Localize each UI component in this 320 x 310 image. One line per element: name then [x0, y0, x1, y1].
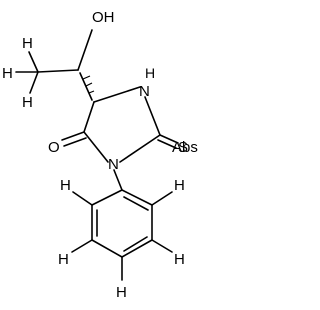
phenyl-ring	[91, 189, 153, 258]
bond-ph-h5	[151, 191, 173, 206]
bond-c2-s-b	[157, 139, 177, 149]
bond-n3-c4	[83, 131, 109, 163]
bond-ph-h1	[72, 191, 93, 206]
bond-c4-o-a	[61, 131, 85, 141]
amine-h-label: H	[145, 65, 155, 81]
phenyl-h3: H	[116, 284, 127, 301]
thione-s-label: S	[178, 139, 188, 156]
phenyl-h4: H	[174, 251, 185, 268]
phenyl-h1: H	[60, 177, 71, 194]
abs-stereo-label: Abs	[172, 139, 198, 156]
bond-ch3-h-bottom	[29, 71, 39, 94]
bond-c4-c5	[83, 101, 95, 133]
bond-ch3-h-top	[28, 51, 39, 73]
methyl-h-left: H	[2, 65, 13, 82]
stereo-wedge-bond	[79, 72, 95, 101]
methyl-h-top: H	[22, 35, 33, 52]
phenyl-h5: H	[174, 177, 185, 194]
methyl-h-bottom: H	[22, 94, 33, 111]
carbonyl-o-label: O	[48, 139, 60, 156]
ring-n-label: N	[108, 156, 119, 173]
hydroxyl-label: OH	[92, 9, 115, 26]
chemical-structure-diagram: OH H H H H N O N S Abs H H H H H	[2, 9, 198, 301]
amine-n-label: N	[139, 83, 150, 100]
bond-c5-nh	[93, 86, 141, 103]
bond-ph-h2	[71, 239, 93, 253]
bond-c-ch3	[37, 69, 79, 73]
bonds	[15, 29, 179, 281]
phenyl-h2: H	[58, 251, 69, 268]
bond-n3-phenyl	[113, 169, 123, 191]
bond-nh-c2	[144, 96, 161, 136]
bond-c4-o-b	[63, 137, 87, 147]
bond-c2-n3	[119, 134, 161, 163]
atom-labels: OH H H H H N O N S Abs H H H H H	[2, 9, 198, 301]
bond-c-oh	[77, 29, 93, 71]
bond-c2-s-a	[159, 134, 179, 144]
bond-ph-h4	[151, 239, 173, 253]
